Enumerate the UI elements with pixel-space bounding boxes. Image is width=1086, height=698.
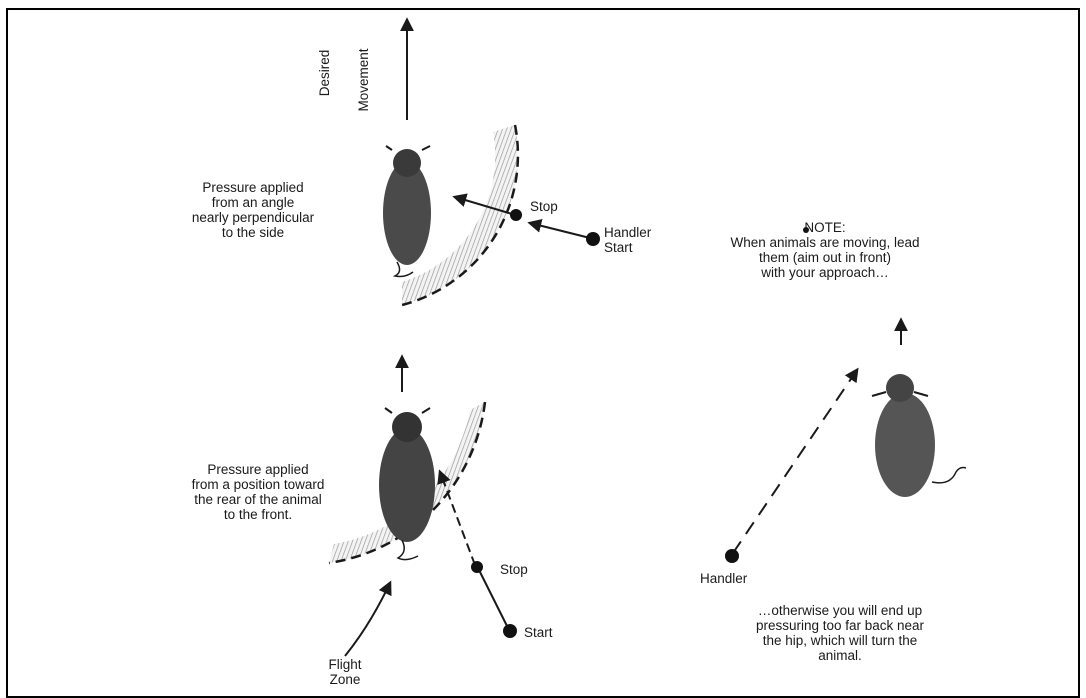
top-cow bbox=[383, 146, 431, 277]
top-stop-point bbox=[510, 209, 522, 221]
movement-label: Movement bbox=[356, 45, 372, 115]
bottom-start-point bbox=[503, 624, 517, 638]
right-handler-label: Handler bbox=[700, 571, 770, 586]
right-note-text: NOTE: When animals are moving, lead them… bbox=[720, 220, 930, 280]
flight-zone-pointer-arrow bbox=[345, 583, 390, 656]
bottom-start-label: Start bbox=[524, 625, 574, 640]
top-handler-start-point bbox=[586, 232, 600, 246]
bottom-stop-label: Stop bbox=[500, 562, 550, 577]
bottom-stop-point bbox=[471, 561, 483, 573]
right-footnote-text: …otherwise you will end up pressuring to… bbox=[735, 603, 945, 663]
bottom-pressure-caption: Pressure applied from a position toward … bbox=[168, 462, 348, 522]
right-approach-arrow bbox=[733, 370, 857, 553]
bottom-pressure-arrow bbox=[440, 472, 475, 565]
flight-zone-label: Flight Zone bbox=[310, 657, 380, 687]
right-handler-point bbox=[725, 549, 739, 563]
top-stop-label: Stop bbox=[530, 199, 580, 214]
top-approach-arrow bbox=[530, 223, 590, 238]
desired-label: Desired bbox=[317, 38, 333, 108]
bottom-approach-line bbox=[478, 568, 508, 628]
top-handler-start-label: Handler Start bbox=[604, 225, 674, 255]
top-pressure-caption: Pressure applied from an angle nearly pe… bbox=[178, 180, 328, 240]
right-cow bbox=[872, 374, 966, 497]
